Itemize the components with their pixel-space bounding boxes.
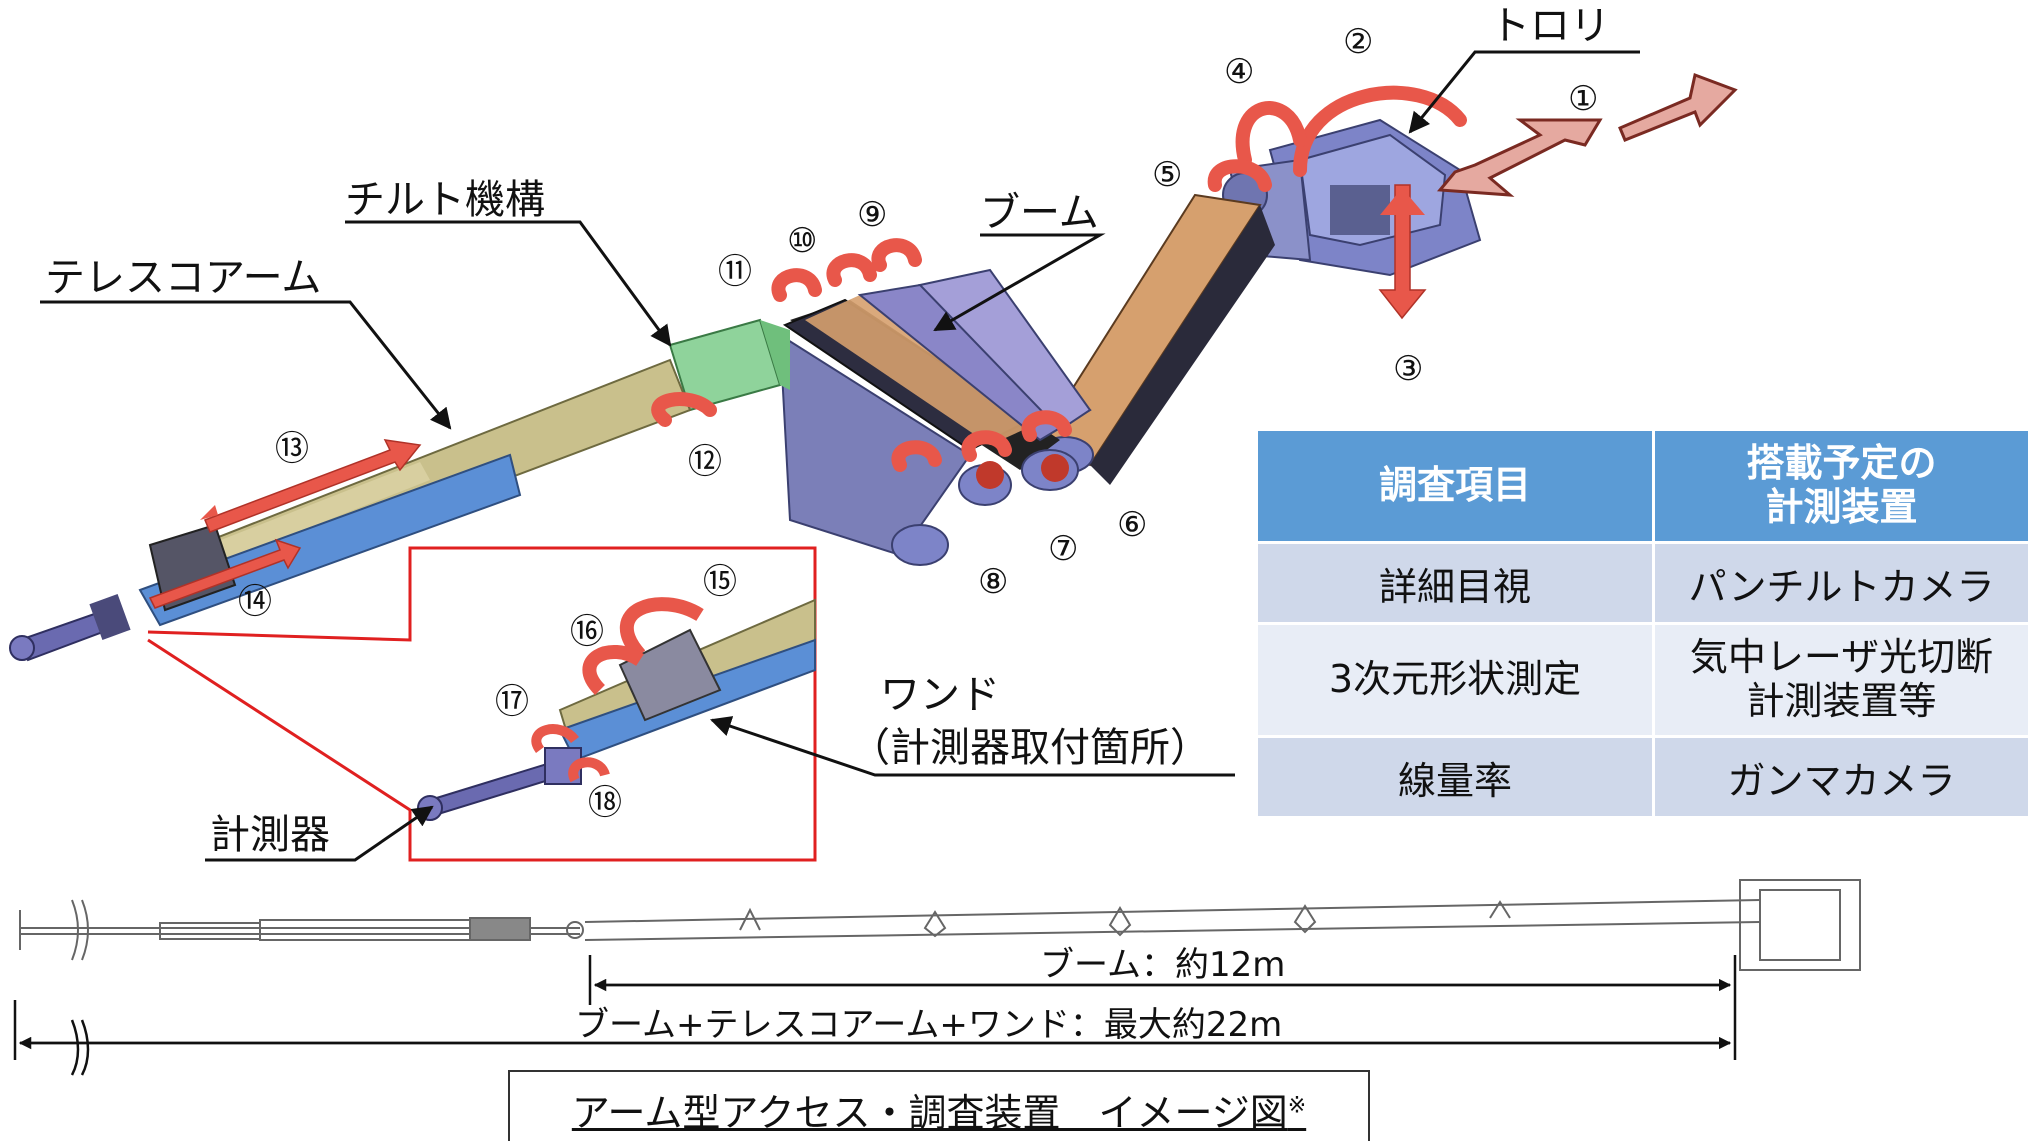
wand-label: ワンド (880, 672, 1000, 718)
axis-number-9: ⑨ (857, 195, 888, 235)
table-row: 線量率 ガンマカメラ (1258, 738, 2028, 816)
vertical-motion-arrow (1378, 184, 1427, 320)
table-row: 詳細目視 パンチルトカメラ (1258, 544, 2028, 622)
axis-number-15: ⑮ (703, 562, 737, 602)
axis-number-17: ⑰ (495, 682, 529, 722)
dimension-lines (13, 955, 1737, 1076)
axis-number-16: ⑯ (570, 612, 604, 652)
axis-number-14: ⑭ (238, 582, 272, 622)
table-cell: 気中レーザ光切断 計測装置等 (1655, 625, 2028, 735)
axis-number-6: ⑥ (1117, 505, 1148, 545)
table-header-equipment: 搭載予定の 計測装置 (1655, 431, 2028, 541)
axis-number-18: ⑱ (588, 783, 622, 823)
table-cell: 3次元形状測定 (1258, 625, 1652, 735)
telescopic-arm (138, 358, 692, 627)
caption-box: アーム型アクセス・調査装置 イメージ図※ (508, 1070, 1370, 1141)
leader-lines (40, 50, 1640, 862)
wand-instrument (9, 594, 131, 662)
boom-length-label: ブーム：約12m (1040, 945, 1286, 985)
table-cell: ガンマカメラ (1655, 738, 2028, 816)
telescope-translation-arrows (148, 439, 422, 609)
table-cell: 詳細目視 (1258, 544, 1652, 622)
telescopic-arm-label: テレスコアーム (45, 255, 322, 301)
axis-number-2: ② (1343, 22, 1374, 62)
tilt-mechanism-label: チルト機構 (345, 177, 545, 223)
tilt-mechanism (668, 318, 790, 412)
table-cell: 線量率 (1258, 738, 1652, 816)
table-header-survey-item: 調査項目 (1258, 431, 1652, 541)
inset-frame (147, 546, 817, 862)
axis-number-1: ① (1568, 79, 1599, 119)
table-row: 3次元形状測定 気中レーザ光切断 計測装置等 (1258, 625, 2028, 735)
side-view-schematic (19, 879, 1861, 971)
figure-caption: アーム型アクセス・調査装置 イメージ図※ (572, 1091, 1306, 1135)
caption-text: アーム型アクセス・調査装置 イメージ図 (571, 1090, 1288, 1135)
instrument-label: 計測器 (210, 812, 330, 858)
axis-number-4: ④ (1224, 52, 1255, 92)
axis-number-5: ⑤ (1152, 155, 1183, 195)
trolley-label: トロリ (1490, 3, 1610, 49)
axis-number-12: ⑫ (688, 442, 722, 482)
axis-number-3: ③ (1393, 349, 1424, 389)
boom-segment-folded (778, 268, 1092, 566)
boom-label: ブーム (980, 190, 1099, 236)
axis-number-13: ⑬ (275, 429, 309, 469)
caption-note-mark: ※ (1287, 1093, 1307, 1118)
boom-segment-1 (1036, 193, 1275, 485)
axis-number-8: ⑧ (978, 562, 1009, 602)
wand-sublabel: （計測器取付箇所） (850, 725, 1210, 771)
table-cell: パンチルトカメラ (1655, 544, 2028, 622)
axis-number-7: ⑦ (1048, 529, 1079, 569)
axis-number-11: ⑪ (718, 252, 752, 292)
rotation-arrows (651, 85, 1467, 472)
survey-spec-table: 調査項目 搭載予定の 計測装置 詳細目視 パンチルトカメラ 3次元形状測定 気中… (1255, 428, 2031, 819)
trolley-translation-arrow (1436, 72, 1738, 197)
total-length-label: ブーム+テレスコアーム+ワンド：最大約22m (575, 1005, 1283, 1045)
axis-number-10: ⑩ (787, 221, 818, 261)
